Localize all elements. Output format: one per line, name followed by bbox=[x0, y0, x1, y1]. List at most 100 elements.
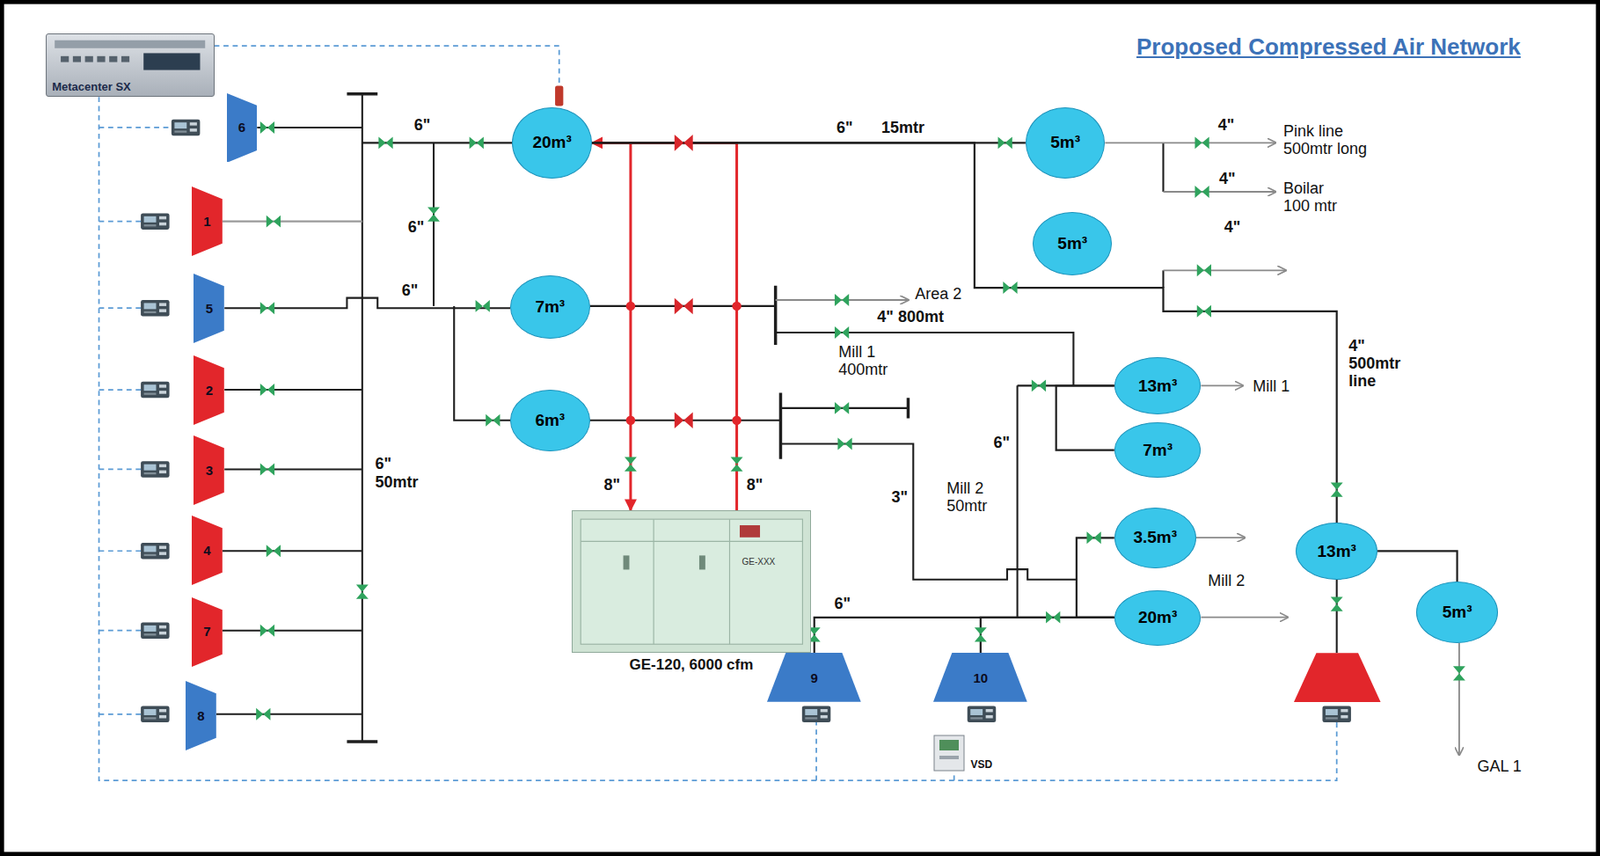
valve-symbol bbox=[356, 584, 369, 600]
compressor-shape bbox=[226, 93, 258, 163]
valve-symbol bbox=[266, 215, 281, 228]
pipe-size: 6" 50mtr bbox=[373, 454, 431, 490]
valve-symbol bbox=[260, 463, 275, 476]
valve-symbol bbox=[1031, 379, 1046, 392]
compressor-controller bbox=[967, 706, 996, 724]
compressor-controller bbox=[140, 542, 169, 560]
air-receiver: 7m³ bbox=[510, 275, 590, 339]
pipe-size: 4" 800mt bbox=[875, 307, 946, 326]
receiver-volume: 5m³ bbox=[1057, 233, 1088, 254]
pipe-size: 3" bbox=[890, 488, 911, 506]
air-receiver: 7m³ bbox=[1114, 422, 1202, 478]
valve-symbol bbox=[1197, 305, 1212, 318]
pipe-size: 4" 500mtr line bbox=[1346, 336, 1420, 390]
valve-symbol bbox=[1330, 482, 1344, 497]
label-anchor: 6" bbox=[992, 433, 1013, 452]
pipe bbox=[432, 142, 435, 307]
valve-symbol bbox=[834, 293, 849, 307]
compressor-number: 10 bbox=[972, 670, 988, 686]
pipe bbox=[216, 713, 363, 716]
compressor: 2 bbox=[193, 355, 225, 425]
label-anchor: Area 2 bbox=[913, 284, 964, 303]
compressor-controller bbox=[1322, 706, 1351, 724]
outlet-arrow bbox=[1200, 616, 1288, 619]
valve-symbol bbox=[427, 206, 440, 221]
controllers bbox=[140, 119, 1352, 723]
valve-symbol bbox=[1194, 185, 1209, 198]
control-wire bbox=[99, 629, 142, 632]
compressor: 1 bbox=[191, 186, 223, 256]
valve-symbol bbox=[255, 708, 271, 721]
line-label: Mill 2 50mtr bbox=[944, 479, 1012, 515]
compressor: 6 bbox=[226, 93, 258, 163]
compressor: 7 bbox=[191, 597, 223, 667]
receiver-volume: 7m³ bbox=[534, 297, 565, 317]
compressor-number: 6 bbox=[238, 119, 246, 135]
label-anchor: 3" bbox=[890, 488, 911, 506]
control-wiring bbox=[99, 45, 1337, 781]
control-wire bbox=[214, 45, 560, 86]
air-receiver: 13m³ bbox=[1295, 522, 1378, 580]
valve-symbol bbox=[469, 136, 484, 149]
label-anchor: Mill 1 400mtr bbox=[836, 343, 922, 379]
pipes bbox=[216, 94, 1337, 742]
line-label: Mill 2 bbox=[1205, 571, 1247, 590]
label-anchor: 4" 800mt bbox=[875, 307, 946, 326]
receiver-volume: 5m³ bbox=[1050, 132, 1081, 153]
receiver-volume: 5m³ bbox=[1442, 602, 1473, 622]
control-wire bbox=[99, 549, 142, 552]
compressor: 8 bbox=[185, 680, 217, 751]
valve-symbol bbox=[485, 414, 500, 427]
air-receiver: 5m³ bbox=[1032, 211, 1112, 276]
compressor-number: 4 bbox=[203, 542, 211, 558]
compressor-number: 5 bbox=[205, 300, 213, 316]
valve-symbol bbox=[974, 627, 987, 642]
label-anchor: GAL 1 bbox=[1475, 757, 1523, 775]
compressor-shape bbox=[191, 186, 223, 256]
outlet-arrow bbox=[1200, 384, 1243, 387]
panel-seams bbox=[580, 518, 803, 644]
panel-handle bbox=[699, 555, 706, 570]
valve-symbol bbox=[260, 301, 275, 315]
compressor-shape bbox=[193, 273, 225, 344]
valve-symbol bbox=[998, 136, 1013, 149]
label-anchor: 6" 50mtr bbox=[373, 454, 431, 490]
compressor-shape bbox=[191, 597, 223, 667]
compressor-shape bbox=[767, 652, 862, 702]
valve-symbol bbox=[378, 136, 393, 149]
pipe bbox=[224, 298, 511, 309]
pipe bbox=[222, 549, 363, 552]
label-anchor: 8" bbox=[601, 475, 622, 494]
line-label: GAL 1 bbox=[1475, 757, 1523, 775]
pipe bbox=[780, 443, 1076, 579]
junction-dot bbox=[626, 416, 636, 425]
air-receiver: 20m³ bbox=[1114, 590, 1202, 647]
pipe bbox=[222, 220, 363, 223]
pipe-connector bbox=[591, 142, 738, 511]
valve-symbol bbox=[837, 438, 852, 451]
pipe-connector bbox=[591, 142, 1337, 523]
bypass-valve bbox=[674, 134, 694, 152]
vsd-icon bbox=[933, 734, 965, 772]
compressor-controller bbox=[140, 381, 169, 399]
label-anchor: 6" bbox=[406, 218, 427, 236]
pipe-size: 8" bbox=[601, 475, 622, 494]
pipe bbox=[222, 629, 363, 632]
line-label: Mill 1 400mtr bbox=[836, 343, 922, 379]
vsd-box bbox=[934, 735, 965, 771]
air-receiver: 13m³ bbox=[1114, 357, 1202, 415]
panel-button bbox=[85, 56, 94, 63]
compressor-number: 1 bbox=[203, 213, 211, 229]
valve-symbol bbox=[260, 121, 275, 134]
control-wire bbox=[99, 306, 142, 309]
panel-handle bbox=[622, 555, 629, 570]
receiver-volume: 6m³ bbox=[534, 410, 565, 431]
receiver-volume: 7m³ bbox=[1142, 440, 1173, 461]
valve-symbol bbox=[834, 401, 849, 415]
compressor-number: 8 bbox=[197, 708, 205, 724]
compressor-shape bbox=[193, 435, 225, 505]
pipe-size: 4" bbox=[1217, 169, 1238, 188]
panel-button bbox=[109, 56, 117, 63]
junction-dot bbox=[626, 301, 636, 311]
